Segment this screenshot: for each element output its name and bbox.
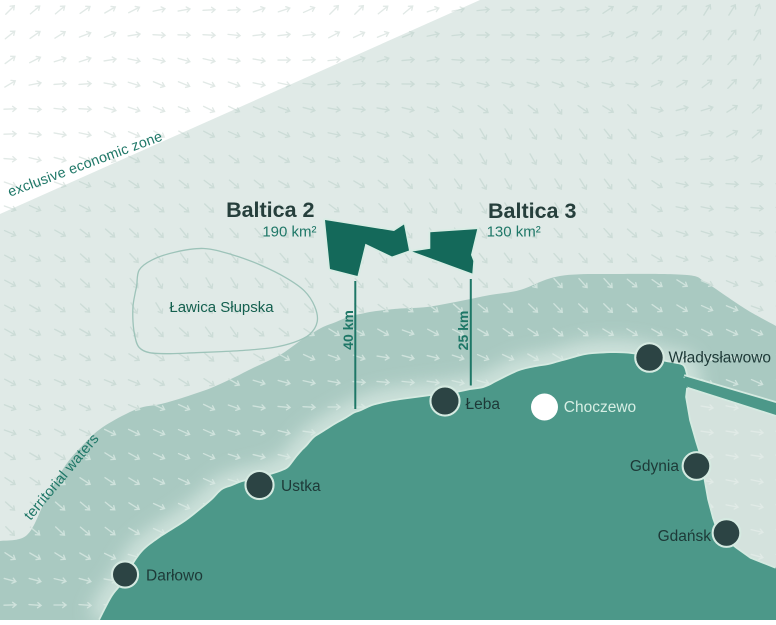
svg-text:Ustka: Ustka <box>281 478 321 495</box>
svg-text:40 km: 40 km <box>340 310 356 350</box>
svg-text:Choczewo: Choczewo <box>564 399 636 416</box>
svg-text:190 km²: 190 km² <box>262 224 316 241</box>
svg-text:Baltica 3: Baltica 3 <box>488 199 576 223</box>
svg-text:Gdańsk: Gdańsk <box>658 528 712 545</box>
svg-text:Ławica Słupska: Ławica Słupska <box>169 299 274 316</box>
svg-text:Baltica 2: Baltica 2 <box>226 198 314 222</box>
svg-text:Łeba: Łeba <box>466 396 501 413</box>
svg-text:25 km: 25 km <box>455 311 471 351</box>
svg-text:Darłowo: Darłowo <box>146 568 203 585</box>
svg-text:Władysławowo: Władysławowo <box>669 350 772 367</box>
svg-text:Gdynia: Gdynia <box>630 458 679 475</box>
svg-text:130 km²: 130 km² <box>487 224 541 241</box>
